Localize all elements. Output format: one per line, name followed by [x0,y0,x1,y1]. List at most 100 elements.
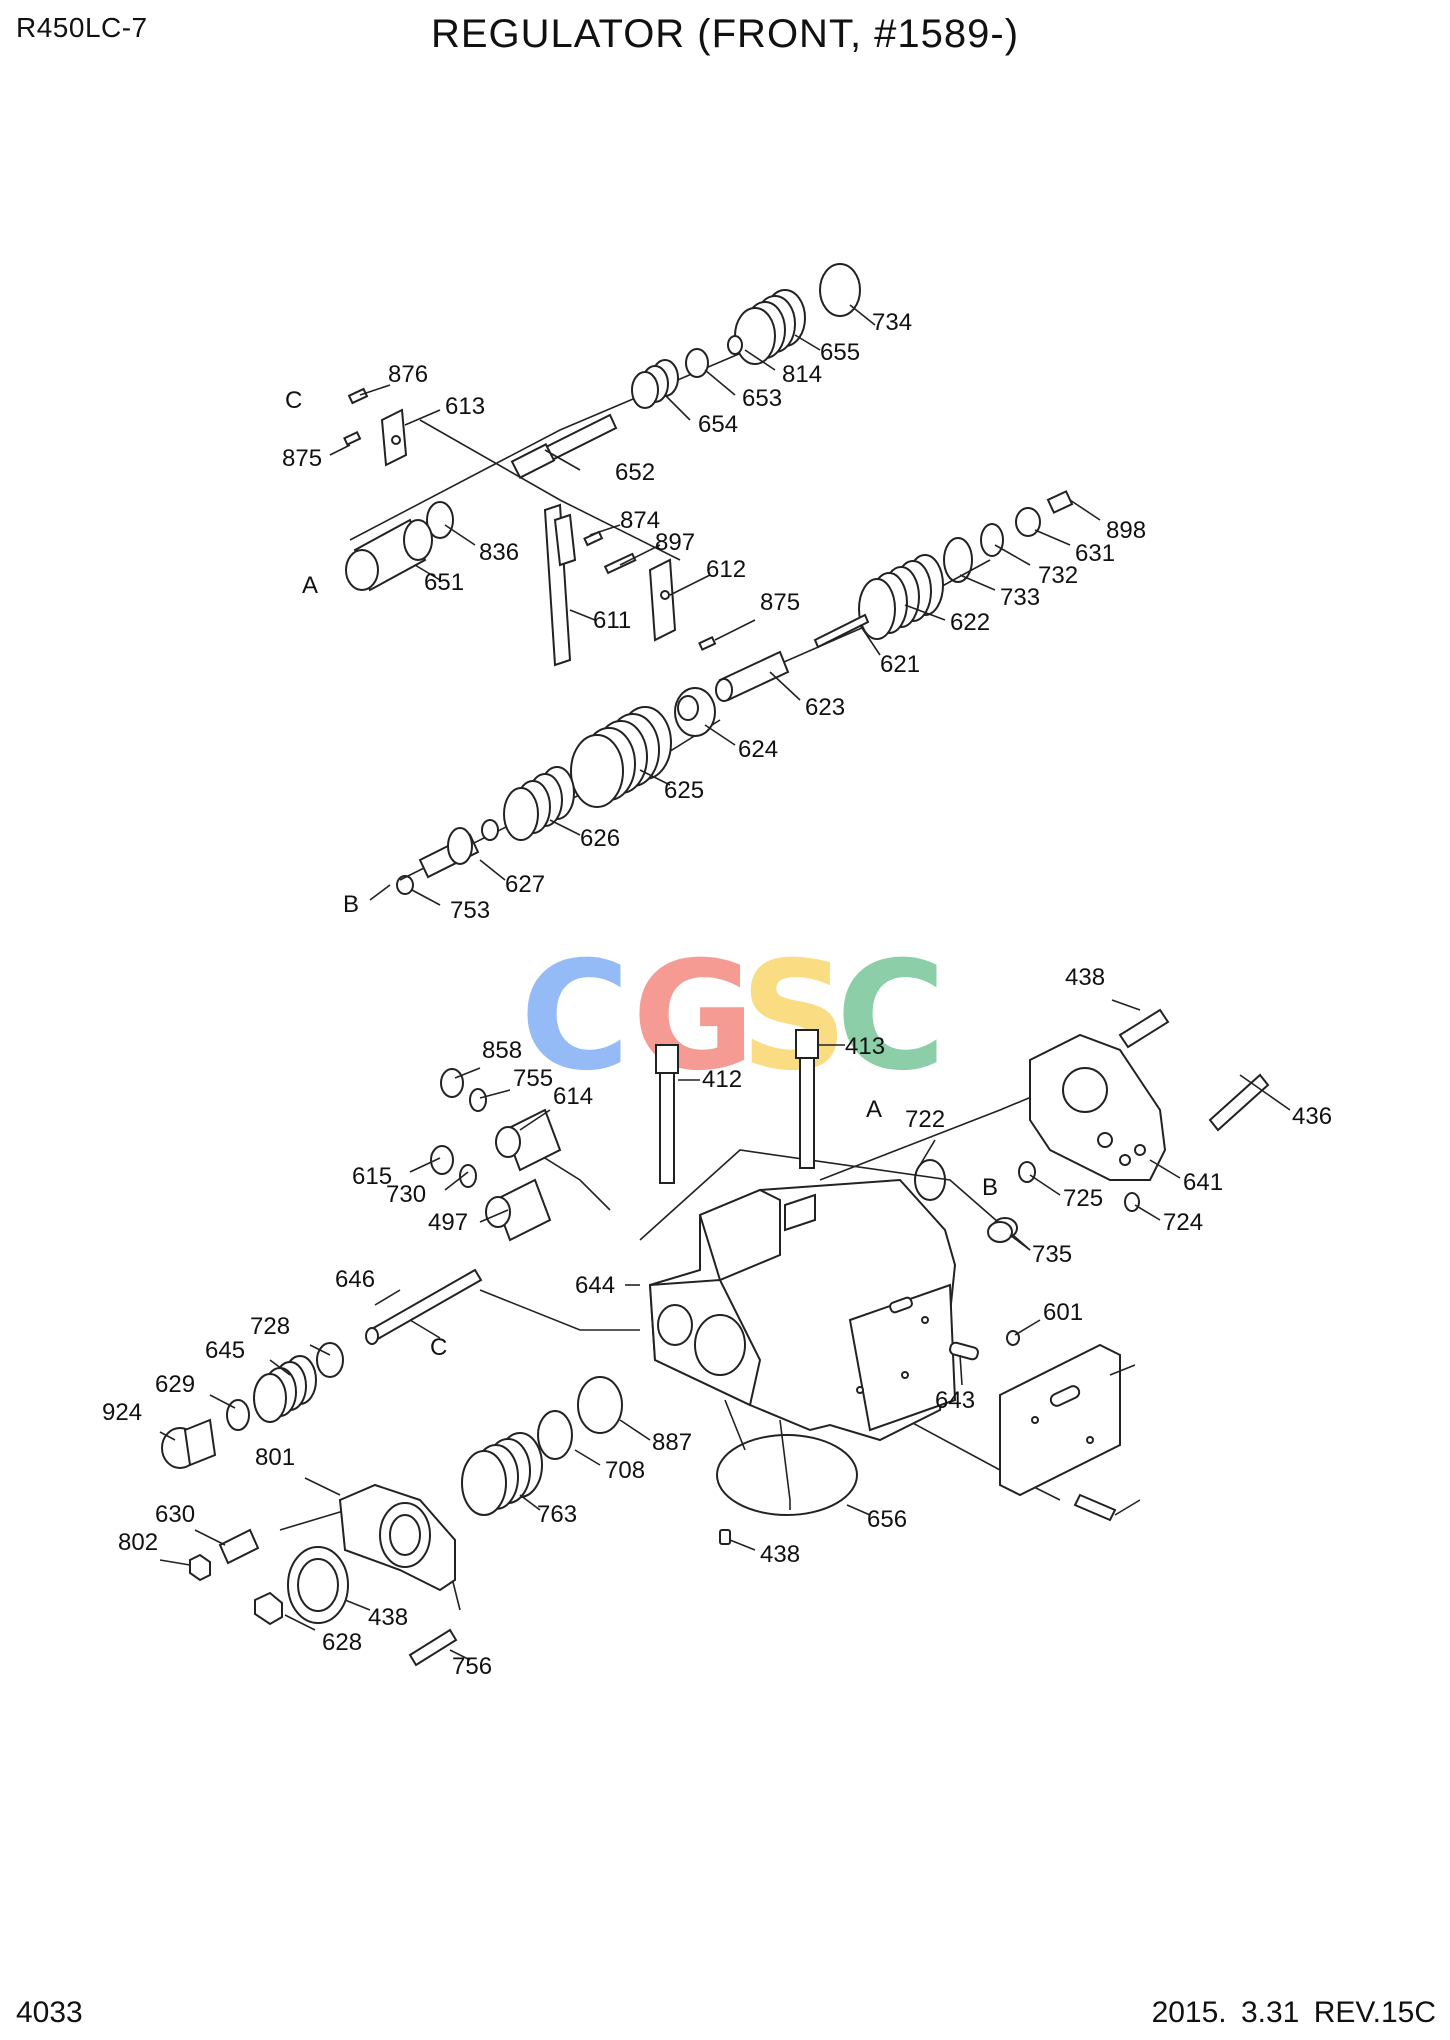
model-code: R450LC-7 [16,12,148,43]
callout-875b: 875 [760,589,800,616]
nut-630-shape [287,1546,349,1624]
revision-date: 2015. 3.31 REV.15C [1151,1996,1436,2029]
callout-643: 646 [335,1266,375,1293]
bolt-438a-shape [1118,1008,1170,1049]
pin-876-shape [347,387,369,405]
cover-641-shape [1029,1033,1167,1181]
callout-614: 614 [553,1083,593,1110]
o-ring-753-shape [396,875,414,895]
spring-626-shape [503,766,575,841]
callout-621: 621 [880,651,920,678]
callout-858: 858 [482,1037,522,1064]
bolt-438b-shape [408,1628,458,1667]
pin-874-shape [583,530,604,547]
callout-654: 654 [698,411,738,438]
callout-887: 438 [760,1541,800,1568]
o-ring-755b-shape [459,1164,477,1188]
callout-858b: 615 [352,1163,392,1190]
cover-629-shape [338,1483,456,1592]
o-ring-763-shape [577,1376,623,1434]
callout-622: 622 [950,609,990,636]
plug-497-shape [987,1217,1018,1243]
callout-623: 623 [805,694,845,721]
callout-497: 735 [1032,1241,1072,1268]
callout-814: 814 [782,361,822,388]
callout-438a: 438 [1065,964,1105,991]
pin-875-shape [343,430,362,446]
screw-621-shape [813,613,870,649]
callout-655: 655 [820,339,860,366]
rod-643-shape [365,1268,483,1345]
ref-letter-c-lower: C [430,1334,447,1361]
callout-627: 627 [505,871,545,898]
callout-601: 644 [575,1272,615,1299]
bolt-412-shape [655,1044,679,1184]
seat-644-shape [316,1342,344,1378]
callout-756: 708 [605,1457,645,1484]
callout-875: 875 [282,445,322,472]
callout-897: 897 [655,529,695,556]
piston-628-shape [461,1432,543,1516]
callout-611: 611 [593,607,631,634]
callout-651: 651 [424,569,464,596]
callout-722: 601 [1043,1299,1083,1326]
callout-624: 624 [738,736,778,763]
o-ring-734-shape [819,263,861,317]
callout-874: 874 [620,507,660,534]
callout-753: 753 [450,897,490,924]
callout-755: 755 [513,1065,553,1092]
pin-897-shape [603,552,637,575]
plug-735-shape [949,1341,979,1361]
callout-728: 629 [155,1371,195,1398]
callout-labels: 876 613 875 652 874 897 612 611 651 836 … [102,309,1332,1680]
callout-732: 732 [1038,562,1078,589]
lever-611-shape [543,503,572,667]
ref-letter-a-lower: A [866,1096,882,1123]
callout-630: 438 [368,1604,408,1631]
seat-624-shape [674,687,716,737]
callout-413: 413 [845,1033,885,1060]
callout-763: 887 [652,1429,692,1456]
piston-622-shape [858,554,944,640]
pin-875b-shape [698,635,717,651]
reference-letters: C A B A B C [285,387,998,1361]
o-ring-733-shape [943,537,973,583]
callout-613: 613 [445,393,485,420]
watermark-letter-4: C [836,930,946,1104]
valve-body-601-shape [648,1178,957,1442]
screw-924-shape [218,1528,260,1565]
callout-733: 733 [1000,584,1040,611]
o-ring-722-shape [1006,1330,1020,1346]
cover-656-shape [999,1343,1121,1497]
callout-436: 436 [1292,1103,1332,1130]
o-ring-732-shape [980,523,1004,557]
pin-898-shape [1046,490,1074,514]
callout-653: 653 [742,385,782,412]
callout-724: 724 [1163,1209,1203,1236]
upper-assembly [343,263,1074,895]
callout-438b: 756 [452,1653,492,1680]
watermark-logo: C G S C [520,930,946,1104]
callout-612: 612 [706,556,746,583]
callout-735: 643 [935,1387,975,1414]
o-ring-755-shape [469,1088,487,1112]
ref-letter-b-lower: B [982,1174,998,1201]
o-ring-728-shape [226,1399,250,1431]
lower-assembly [161,1008,1270,1667]
callout-924: 630 [155,1501,195,1528]
callout-641: 641 [1183,1169,1223,1196]
callout-646: 645 [205,1337,245,1364]
lever-612-shape [648,558,677,642]
callout-755b: 730 [386,1181,426,1208]
ring-814-shape [727,335,743,355]
snap-ring-858b-shape [430,1145,454,1175]
watermark-letter-3: S [740,930,848,1104]
callout-708: 656 [867,1506,907,1533]
callout-631: 631 [1075,540,1115,567]
seat-653-shape [685,348,709,378]
snap-ring-858-shape [440,1068,464,1098]
page-number: 4033 [16,1996,83,2029]
watermark-letter-2: G [632,930,755,1104]
callout-898: 898 [1106,517,1146,544]
